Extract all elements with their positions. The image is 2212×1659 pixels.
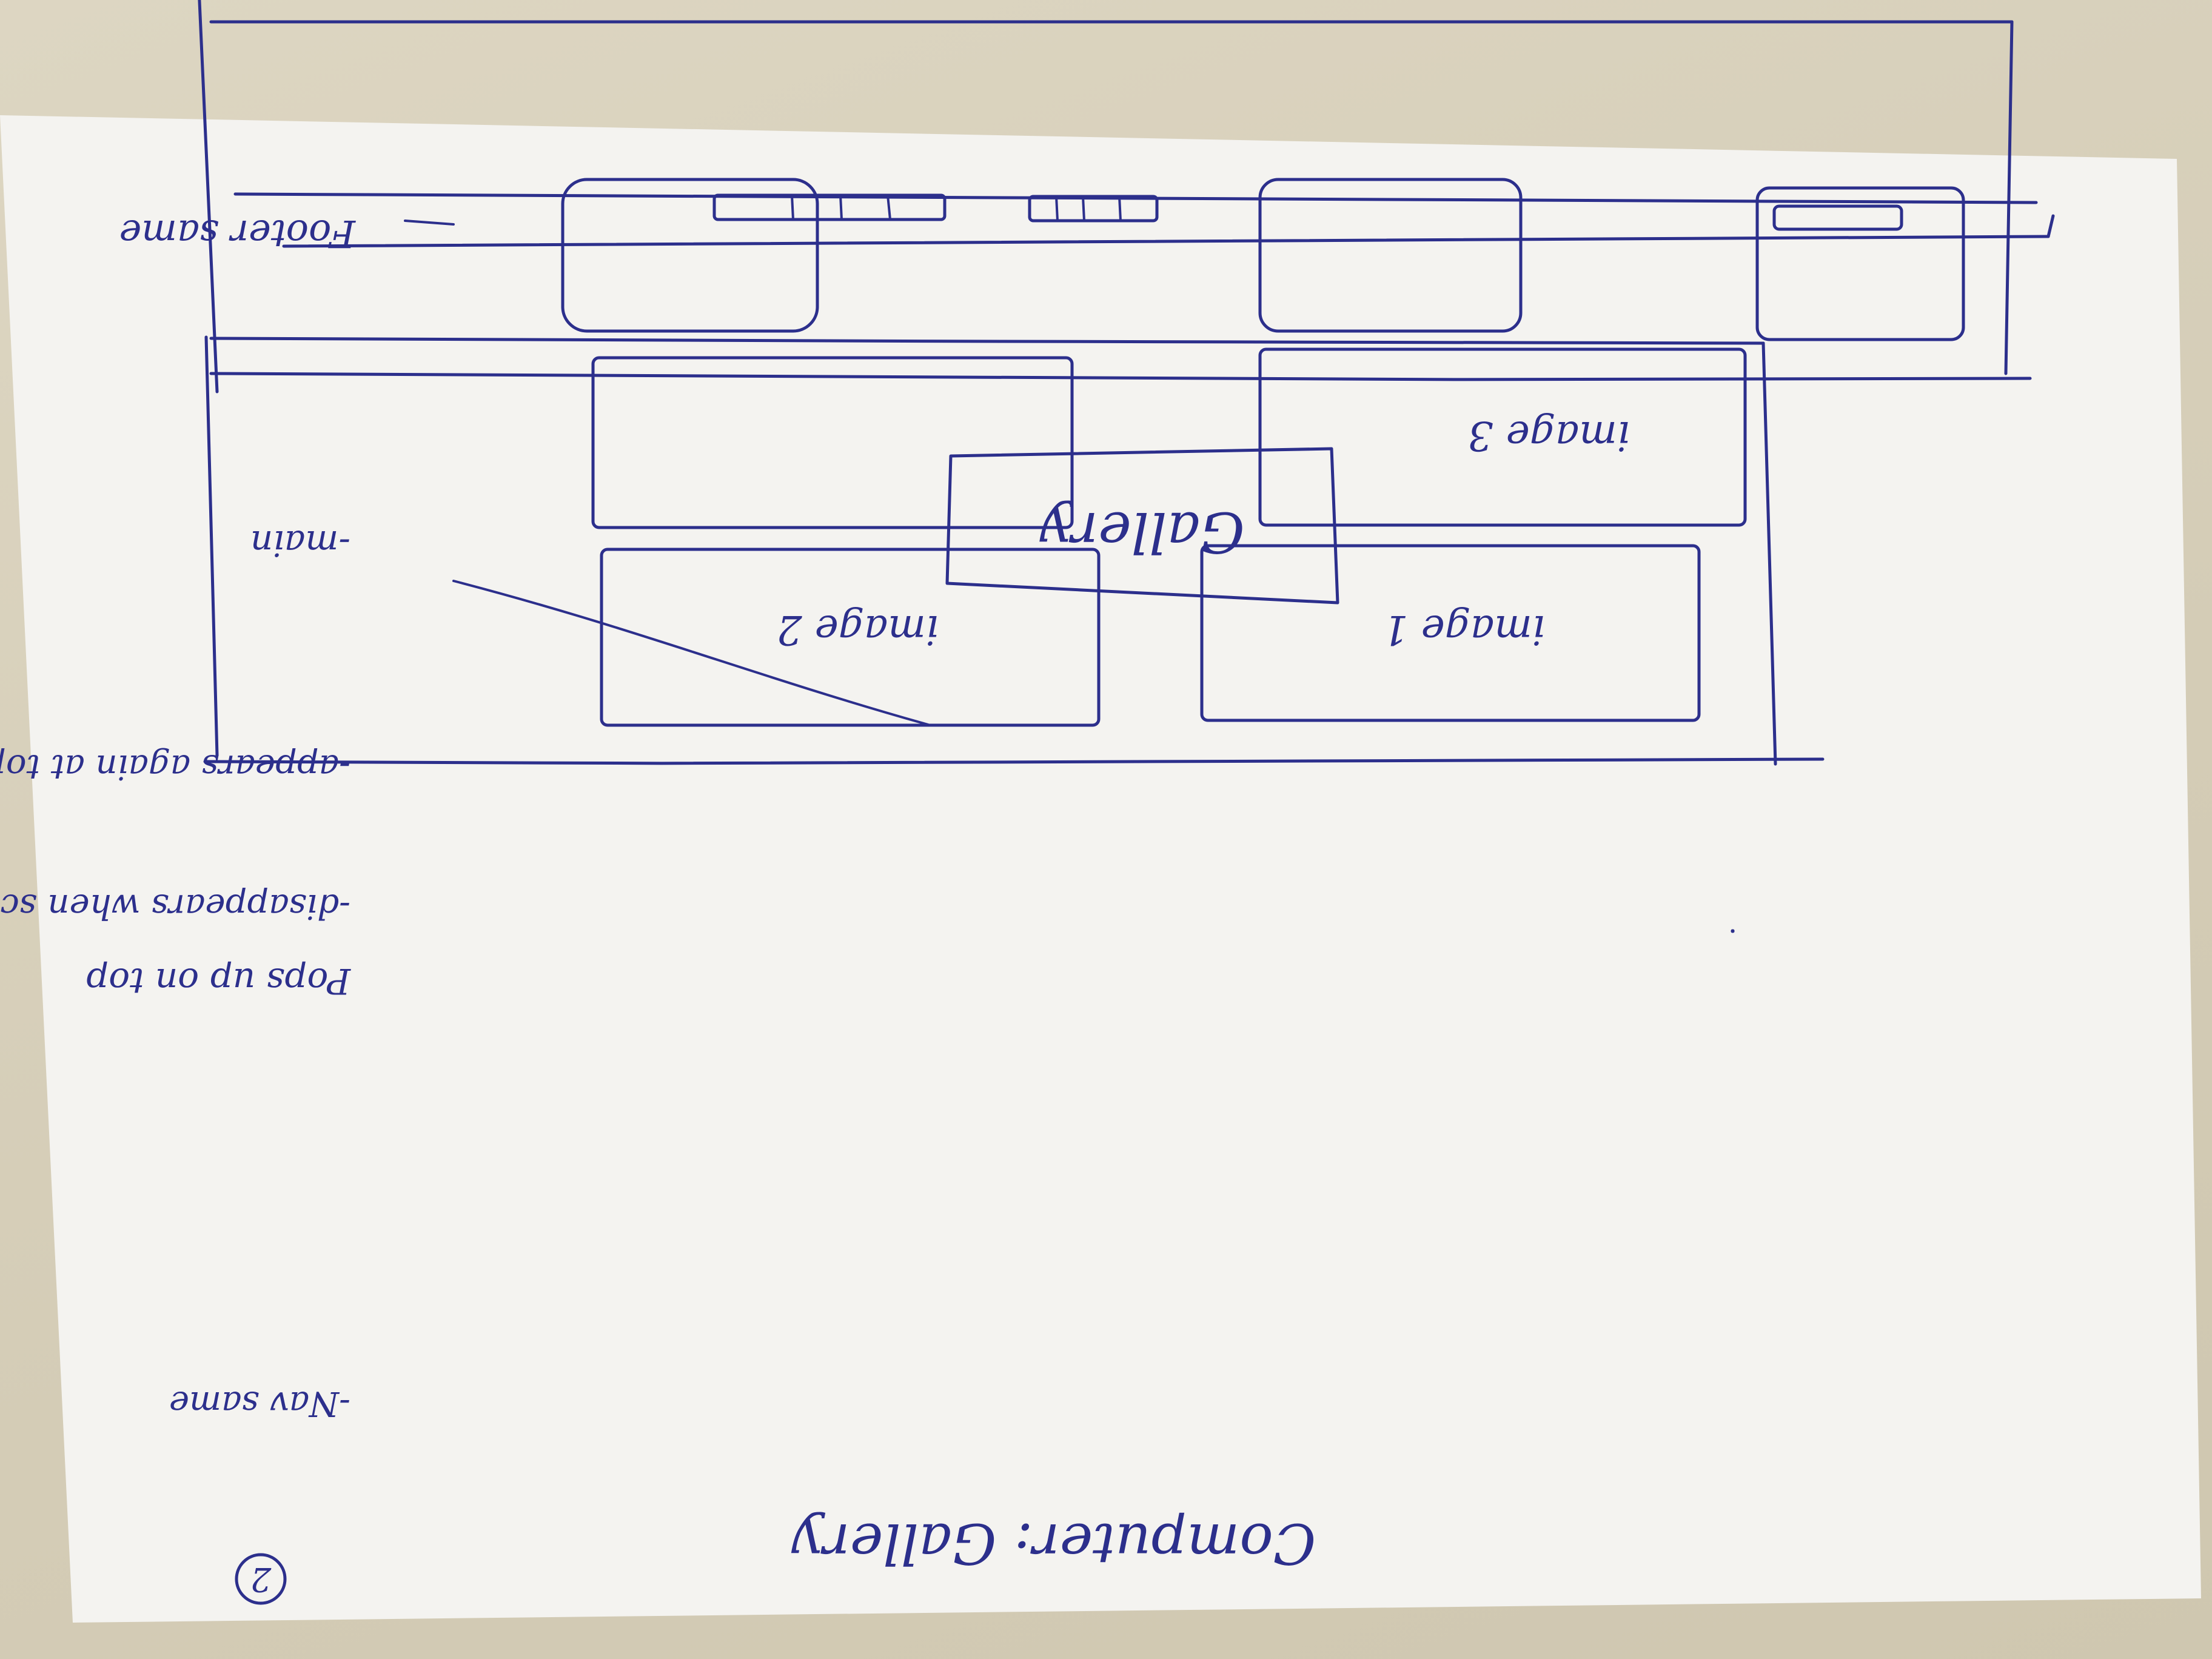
image-4-box [591, 356, 1074, 529]
gallery-popup-label: Gallery [1039, 500, 1245, 565]
nav-items-right [712, 193, 947, 221]
footer-box-3 [561, 178, 819, 333]
footer-box-2 [1258, 178, 1523, 333]
note-nav: -Nav same [169, 1384, 350, 1423]
gallery-popup-box: Gallery [945, 447, 1339, 605]
nav-items-left [1028, 195, 1159, 223]
note-appears: -appears again at top [0, 747, 350, 786]
note-main: -main [250, 523, 350, 564]
footer-pointer-line [404, 220, 455, 226]
image-1-box [1200, 544, 1701, 722]
note-disappears: -disappears when scrolling down [0, 886, 350, 926]
sketch-title: Computer: Gallery [791, 1511, 1316, 1576]
popup-pointer-line [452, 580, 931, 726]
nav-bar-sketch [233, 192, 2055, 248]
main-gallery-sketch [203, 335, 1825, 933]
footer-bar-sketch [198, 0, 2032, 394]
page-number: 2 [250, 1560, 272, 1598]
footer-box-1 [1755, 186, 1965, 341]
note-footer: Footer same [119, 212, 357, 256]
page-number-circle: 2 [235, 1553, 287, 1605]
image-3-box [1258, 347, 1747, 527]
note-popup: Pops up on top [86, 960, 351, 1002]
image-2-label: image 2 [777, 606, 939, 653]
image-2-box [600, 548, 1101, 727]
image-3-label: image 3 [1468, 412, 1630, 459]
image-1-label: image 1 [1383, 606, 1545, 653]
